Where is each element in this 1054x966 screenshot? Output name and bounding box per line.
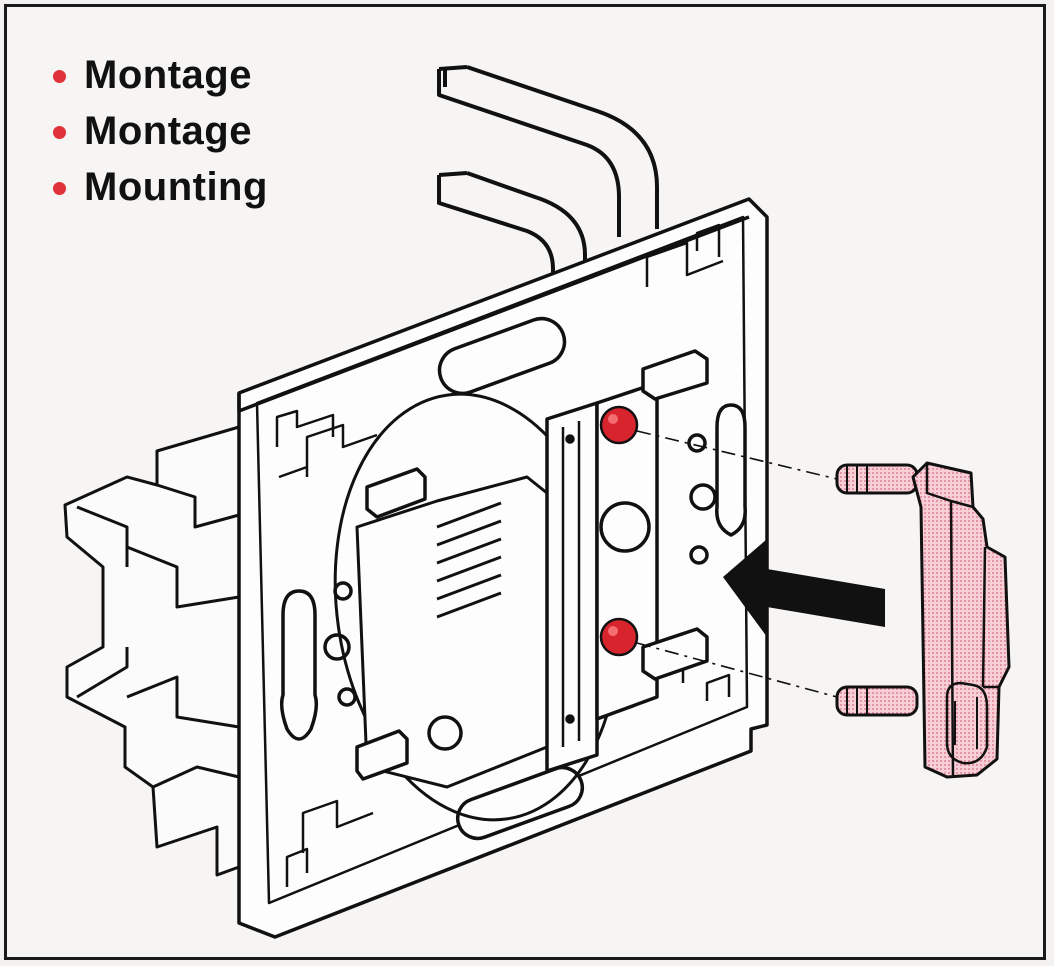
label-montage-fr: Montage [84,108,252,153]
label-mounting-en: Mounting [84,164,268,209]
red-bullet-icon [53,125,66,139]
instruction-labels: Montage Montage Mounting [53,47,268,215]
screw-terminals [599,405,639,657]
lower-screw [599,617,639,657]
arrow-left-icon [723,539,885,637]
label-row-de: Montage [53,47,268,103]
terminal-insert [835,461,1011,779]
label-montage-de: Montage [84,52,252,97]
label-row-fr: Montage [53,103,268,159]
upper-screw [599,405,639,445]
cables [437,65,659,299]
alignment-lines [636,430,838,698]
red-bullet-icon [53,181,66,195]
label-row-en: Mounting [53,159,268,215]
red-bullet-icon [53,69,66,83]
illustration-frame: Montage Montage Mounting [4,4,1046,960]
mounting-plate [237,197,769,939]
mounting-diagram [63,65,1011,939]
mounting-box [63,425,241,877]
